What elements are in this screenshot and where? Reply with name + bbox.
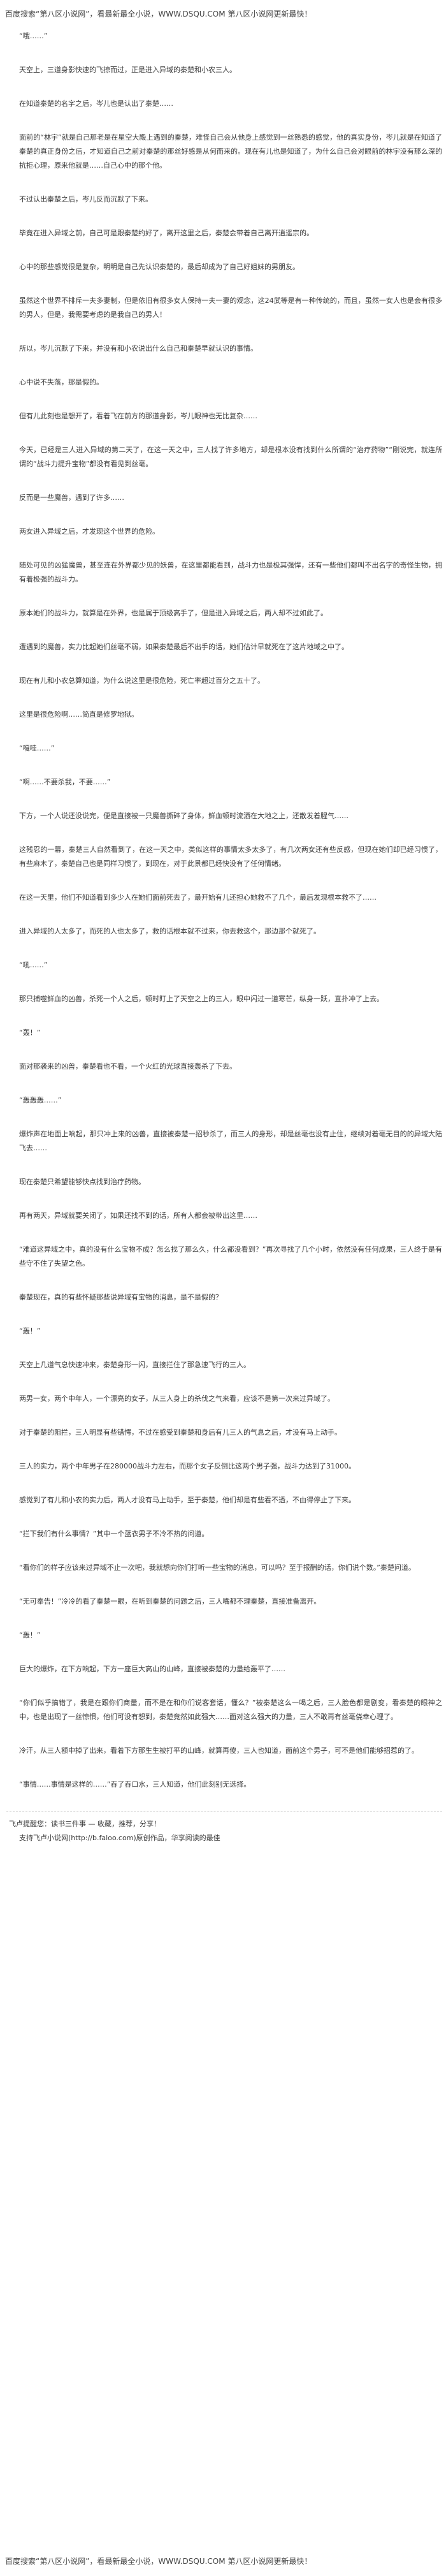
paragraph: “轰！” xyxy=(19,1028,41,1037)
paragraph: 现在秦楚只希望能够快点找到治疗药物。 xyxy=(19,1178,145,1186)
paragraph: 感觉到了有儿和小农的实力后，两人才没有马上动手，至于秦楚，他们却是有些看不透，不… xyxy=(19,1496,356,1504)
paragraph: 那只捕噬鲜血的凶兽，杀死一个人之后，顿时盯上了天空之上的三人，眼中闪过一道寒芒，… xyxy=(19,995,384,1003)
reading-reminder: 飞卢提醒您：读书三件事 — 收藏，推荐，分享！ xyxy=(9,1820,161,1828)
support-notice: 支持飞卢小说网(http://b.faloo.com)原创作品，华享阅读的最佳 xyxy=(19,1834,220,1842)
paragraph: 秦楚现在，真的有些怀疑那些说异域有宝物的消息，是不是假的？ xyxy=(19,1293,222,1301)
paragraph: 这残忍的一幕，秦楚三人自然看到了，在这一天之中，类似这样的事情太多太多了，有几次… xyxy=(19,845,442,868)
paragraph: “你们似乎搞错了，我是在跟你们商量，而不是在和你们说客套话，懂么？”被秦楚这么一… xyxy=(19,1699,442,1721)
paragraph: 对于秦楚的阻拦，三人明显有些错愕，不过在感受到秦楚和身后有儿三人的气息之后，才没… xyxy=(19,1428,342,1437)
paragraph: 进入异域的人太多了，而死的人也太多了，救的话根本就不过来，你去救这个，那边那个就… xyxy=(19,927,320,935)
paragraph: 面前的“林宇”就是自己那老是在星空大殿上遇到的秦楚，难怪自己会从他身上感觉到一丝… xyxy=(19,133,442,170)
paragraph: 天空上，三道身影快速的飞掠而过，正是进入异域的秦楚和小农三人。 xyxy=(19,66,236,74)
paragraph: 两男一女，两个中年人，一个漂亮的女子，从三人身上的杀伐之气来看，应该不是第一次来… xyxy=(19,1394,334,1403)
paragraph: 反而是一些魔兽，遇到了许多…… xyxy=(19,494,124,502)
paragraph: “吼……” xyxy=(19,961,48,969)
top-banner: 百度搜索“第八区小说网”，看最新最全小说，WWW.DSQU.COM 第八区小说网… xyxy=(5,10,312,18)
paragraph: “难道这异域之中，真的没有什么宝物不成？怎么找了那么久，什么都没看到？”再次寻找… xyxy=(19,1245,442,1268)
paragraph: 虽然这个世界不排斥一夫多妻制，但是依旧有很多女人保持一夫一妻的观念，这24武等是… xyxy=(19,296,442,319)
paragraph: 冷汗，从三人额中掉了出来，看着下方那生生被打平的山峰，就算再傻，三人也知道，面前… xyxy=(19,1746,419,1755)
paragraph: “拦下我们有什么事情？”其中一个蓝衣男子不冷不热的问道。 xyxy=(19,1530,209,1538)
paragraph: 下方，一个人说还没说完，便是直接被一只魔兽撕碎了身体，鲜血顿时流洒在大地之上，还… xyxy=(19,812,349,820)
paragraph: 随处可见的凶猛魔兽，甚至连在外界都少见的妖兽，在这里都能看到，战斗力也是极其强悍… xyxy=(19,561,442,583)
paragraph: “轰轰轰……” xyxy=(19,1096,62,1104)
paragraph: 遭遇到的魔兽，实力比起她们丝毫不弱，如果秦楚最后不出手的话，她们估计早就死在了这… xyxy=(19,643,349,651)
paragraph: 不过认出秦楚之后，岑儿反而沉默了下来。 xyxy=(19,195,152,203)
paragraph: “看你们的样子应该来过异域不止一次吧，我就想向你们打听一些宝物的消息，可以吗？至… xyxy=(19,1563,415,1572)
paragraph: 所以，岑儿沉默了下来，并没有和小农说出什么自己和秦楚早就认识的事情。 xyxy=(19,344,257,353)
paragraph: “无可奉告！”冷冷的看了秦楚一眼，在听到秦楚的问题之后，三人嘴都不理秦楚，直接准… xyxy=(19,1597,321,1606)
paragraph: “哦……” xyxy=(19,32,48,40)
paragraph: 天空上几道气息快速冲来，秦楚身形一闪，直接拦住了那急速飞行的三人。 xyxy=(19,1361,250,1369)
paragraph-list: “哦……” 天空上，三道身影快速的飞掠而过，正是进入异域的秦楚和小农三人。在知道秦… xyxy=(6,29,442,1792)
paragraph: 在知道秦楚的名字之后，岑儿也是认出了秦楚…… xyxy=(19,99,173,108)
paragraph: 心中说不失落，那是假的。 xyxy=(19,378,103,386)
chapter-body: “哦……” 天空上，三道身影快速的飞掠而过，正是进入异域的秦楚和小农三人。在知道秦… xyxy=(6,29,442,1845)
paragraph: “啊……不要杀我，不要……” xyxy=(19,778,111,786)
paragraph: 现在有儿和小农总算知道，为什么说这里是很危险，死亡率超过百分之五十了。 xyxy=(19,677,264,685)
paragraph: 原本她们的战斗力，就算是在外界，也是属于顶级高手了，但是进入异域之后，两人却不过… xyxy=(19,609,327,617)
paragraph: “事情……事情是这样的……”吞了吞口水，三人知道，他们此刻别无选择。 xyxy=(19,1780,251,1789)
paragraph: 再有两天，异域就要关闭了，如果还找不到的话，所有人都会被带出这里…… xyxy=(19,1211,257,1220)
paragraph: 爆炸声在地面上响起，那只冲上来的凶兽，直接被秦楚一招秒杀了，而三人的身形，却是丝… xyxy=(19,1130,442,1152)
paragraph: “嘎哇……” xyxy=(19,744,55,752)
bottom-banner: 百度搜索“第八区小说网”，看最新最全小说，WWW.DSQU.COM 第八区小说网… xyxy=(5,2557,312,2566)
paragraph: 但有儿此刻也是想开了，看着飞在前方的那道身影，岑儿眼神也无比复杂…… xyxy=(19,412,257,420)
paragraph: “轰！” xyxy=(19,1327,41,1335)
paragraph: 这里是很危险啊……简直是修罗地狱。 xyxy=(19,710,138,719)
paragraph: “轰！” xyxy=(19,1631,41,1639)
paragraph: 今天，已经是三人进入异域的第二天了，在这一天之中，三人找了许多地方，却是根本没有… xyxy=(19,446,442,468)
divider xyxy=(6,1811,442,1812)
paragraph: 面对那袭来的凶兽，秦楚看也不看，一个火红的光球直接轰杀了下去。 xyxy=(19,1062,236,1071)
paragraph: 在这一天里，他们不知道看到多少人在她们面前死去了，最开始有儿还担心她救不了几个，… xyxy=(19,893,377,902)
paragraph: 心中的那些感觉很是复杂，明明是自己先认识秦楚的，最后却成为了自己好姐妹的男朋友。 xyxy=(19,263,299,271)
paragraph: 巨大的爆炸，在下方响起，下方一座巨大高山的山峰，直接被秦楚的力量给轰平了…… xyxy=(19,1665,285,1673)
paragraph: 毕竟在进入异域之前，自己可是跟秦楚约好了，离开这里之后，秦楚会带着自己离开逍遥宗… xyxy=(19,229,313,237)
paragraph: 两女进入异域之后，才发现这个世界的危险。 xyxy=(19,527,159,536)
paragraph: 三人的实力，两个中年男子在280000战斗力左右，而那个女子反倒比这两个男子强，… xyxy=(19,1462,356,1470)
